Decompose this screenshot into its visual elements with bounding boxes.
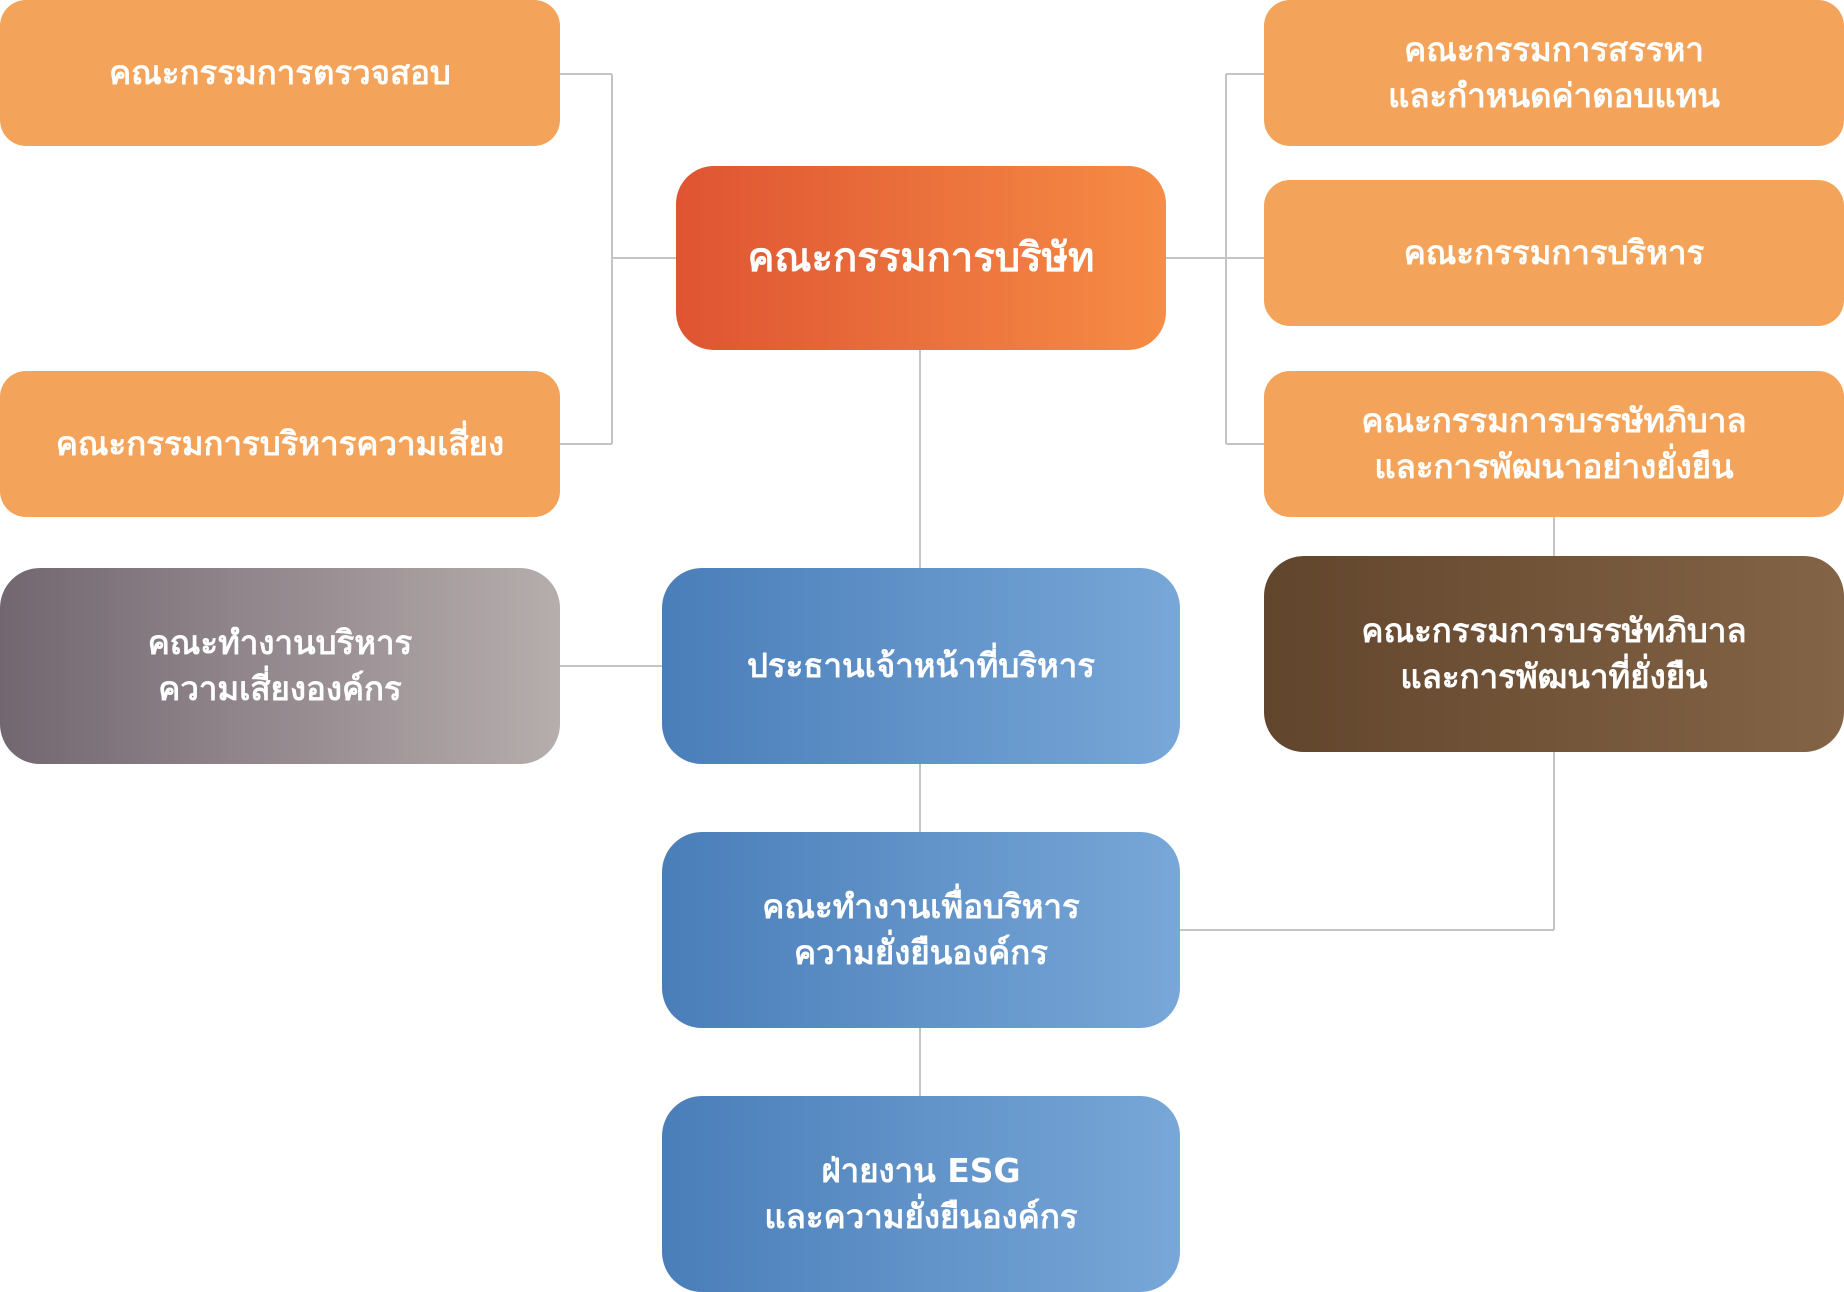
sustainability-working-group-label-line-1: คณะทำงานเพื่อบริหาร — [762, 886, 1080, 926]
risk-committee-box: คณะกรรมการบริหารความเสี่ยง — [0, 371, 560, 517]
audit-committee-box: คณะกรรมการตรวจสอบ — [0, 0, 560, 146]
ceo-label: ประธานเจ้าหน้าที่บริหาร — [746, 645, 1096, 685]
board-of-directors-box: คณะกรรมการบริษัท — [676, 166, 1166, 350]
sustainability-working-group-label-line-2: ความยั่งยืนองค์กร — [794, 933, 1048, 972]
board-of-directors-label: คณะกรรมการบริษัท — [747, 235, 1095, 281]
executive-committee-label: คณะกรรมการบริหาร — [1403, 232, 1705, 272]
sustainability-working-group-box: คณะทำงานเพื่อบริหาร ความยั่งยืนองค์กร — [662, 832, 1180, 1028]
cg-sd-committee-box: คณะกรรมการบรรษัทภิบาล และการพัฒนาอย่างยั… — [1264, 371, 1844, 517]
cg-sd-committee-label-line-1: คณะกรรมการบรรษัทภิบาล — [1361, 400, 1747, 440]
risk-working-group-label-line-2: ความเสี่ยงองค์กร — [158, 669, 402, 708]
nomination-committee-box: คณะกรรมการสรรหา และกำหนดค่าตอบแทน — [1264, 0, 1844, 146]
audit-committee-label: คณะกรรมการตรวจสอบ — [109, 52, 451, 92]
nomination-committee-label-line-2: และกำหนดค่าตอบแทน — [1388, 76, 1720, 115]
risk-committee-label: คณะกรรมการบริหารความเสี่ยง — [55, 423, 505, 463]
cg-sd-committee-label-line-2: และการพัฒนาอย่างยั่งยืน — [1374, 447, 1734, 486]
esg-department-box: ฝ่ายงาน ESG และความยั่งยืนองค์กร — [662, 1096, 1180, 1292]
cg-sd-committee-2-label-line-2: และการพัฒนาที่ยั่งยืน — [1400, 657, 1708, 696]
cg-sd-committee-2-box: คณะกรรมการบรรษัทภิบาล และการพัฒนาที่ยั่ง… — [1264, 556, 1844, 752]
esg-department-label-line-2: และความยั่งยืนองค์กร — [764, 1197, 1078, 1236]
cg-sd-committee-2-label-line-1: คณะกรรมการบรรษัทภิบาล — [1361, 610, 1747, 650]
risk-working-group-label-line-1: คณะทำงานบริหาร — [147, 622, 413, 662]
ceo-box: ประธานเจ้าหน้าที่บริหาร — [662, 568, 1180, 764]
executive-committee-box: คณะกรรมการบริหาร — [1264, 180, 1844, 326]
esg-department-label-line-1: ฝ่ายงาน ESG — [821, 1150, 1021, 1190]
risk-working-group-box: คณะทำงานบริหาร ความเสี่ยงองค์กร — [0, 568, 560, 764]
nomination-committee-label-line-1: คณะกรรมการสรรหา — [1404, 29, 1704, 69]
